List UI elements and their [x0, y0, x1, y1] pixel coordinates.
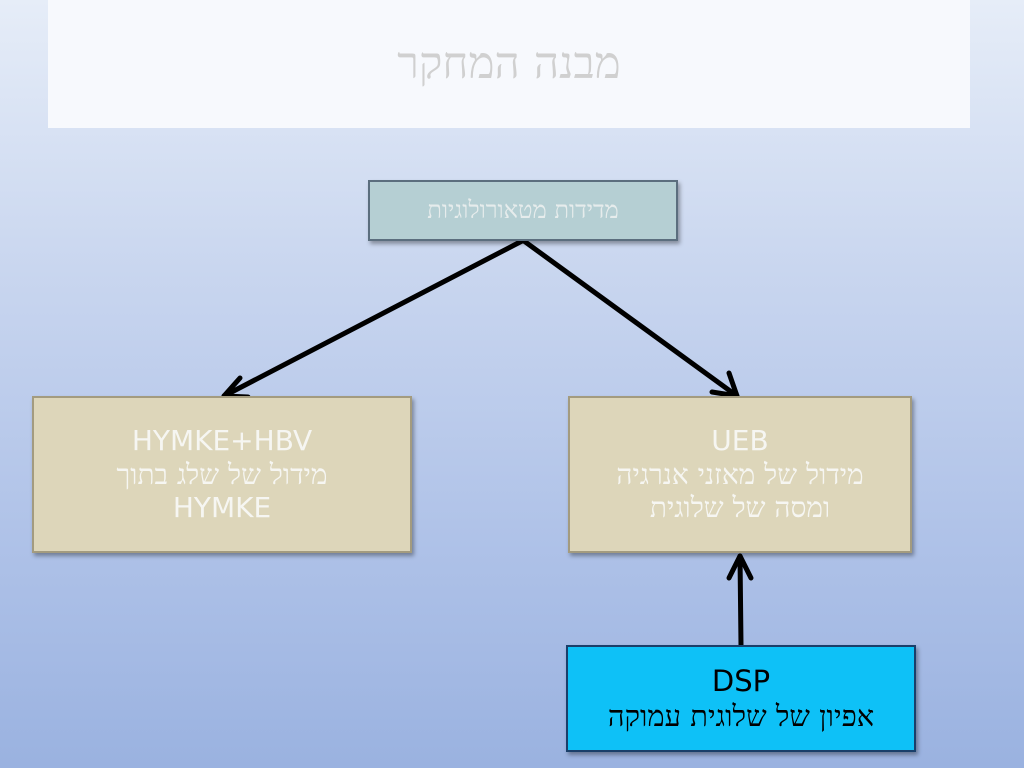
arrow-meteo-to-hymke — [221, 238, 525, 400]
ueb-box-line-2: מידול של מאזני אנרגיה — [616, 457, 864, 491]
arrow-meteo-to-ueb — [521, 238, 740, 399]
arrow-dsp-to-ueb — [726, 553, 754, 648]
dsp-box-line-2: אפיון של שלוגית עמוקה — [607, 698, 875, 733]
ueb-box-line-3: ומסה של שלוגית — [649, 491, 831, 525]
ueb-box-line-1: UEB — [711, 424, 769, 458]
title-band: מבנה המחקר — [48, 0, 970, 128]
dsp-box: DSP אפיון של שלוגית עמוקה — [566, 645, 916, 752]
meteorological-measurements-box: מדידות מטאורולוגיות — [368, 180, 678, 241]
hymke-hbv-box: HYMKE+HBV מידול של שלג בתוך HYMKE — [32, 396, 412, 553]
meteorological-measurements-label: מדידות מטאורולוגיות — [427, 196, 619, 225]
slide-title: מבנה המחקר — [397, 38, 621, 89]
hymke-box-line-2: מידול של שלג בתוך — [116, 457, 328, 491]
ueb-box: UEB מידול של מאזני אנרגיה ומסה של שלוגית — [568, 396, 912, 553]
dsp-box-line-1: DSP — [711, 663, 771, 698]
hymke-box-line-3: HYMKE — [172, 491, 272, 525]
hymke-box-line-1: HYMKE+HBV — [131, 424, 313, 458]
